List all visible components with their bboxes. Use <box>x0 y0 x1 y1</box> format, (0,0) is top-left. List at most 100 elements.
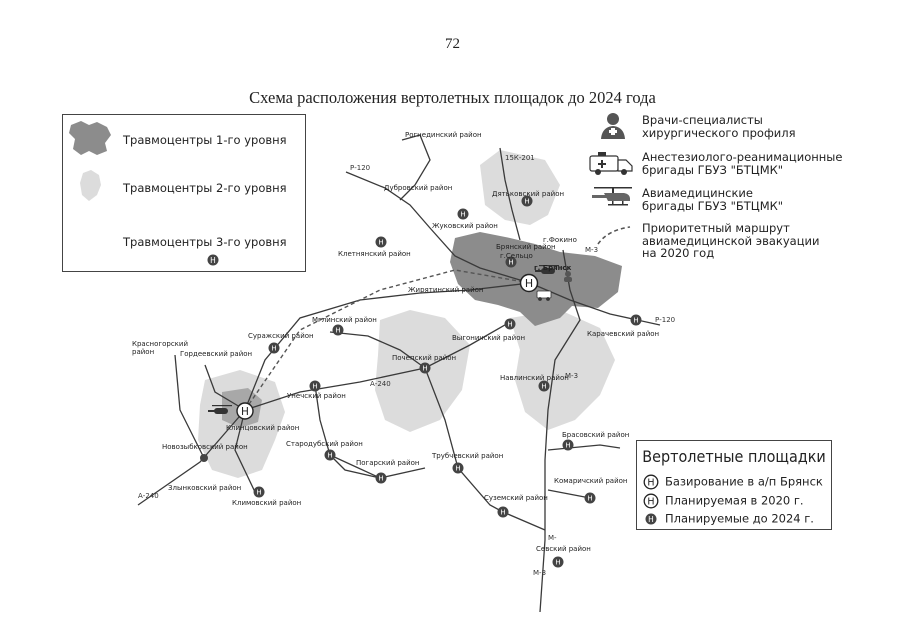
svg-text:H: H <box>525 277 533 290</box>
road-label-m-south: М- <box>548 534 557 542</box>
label-sevsk: Севский район <box>536 545 591 553</box>
svg-text:H: H <box>210 256 216 265</box>
svg-text:H: H <box>524 198 529 206</box>
svg-text:H: H <box>241 406 249 418</box>
label-novozybkov: Новозыбковский район <box>162 443 248 451</box>
doctor-icon <box>601 113 625 139</box>
helipad-pogar-icon: H <box>375 472 387 484</box>
legend-aviation: Авиамедицинские бригады ГБУЗ "БТЦМК" <box>642 187 783 212</box>
label-klintsy: Клинцовский район <box>226 424 299 432</box>
road-pochep-mglin <box>329 331 426 369</box>
svg-text:H: H <box>565 442 570 450</box>
svg-text:H: H <box>378 475 383 483</box>
priority-route <box>244 269 531 411</box>
priority-route-icon <box>597 226 631 245</box>
helipad-klintsy-icon: H <box>236 402 254 420</box>
svg-text:H: H <box>555 559 560 567</box>
planned-2020-helipad-icon: H <box>643 493 659 509</box>
helipad-sevsk-icon: H <box>552 556 564 568</box>
svg-text:H: H <box>312 383 317 391</box>
road-brasovo <box>547 444 621 451</box>
label-karachev: Карачевский район <box>587 330 659 338</box>
legend-doctors-text: Врачи-специалисты хирургического профиля <box>642 113 796 140</box>
place-labels: Рогнединский район Дубровский район Дять… <box>132 131 659 553</box>
svg-text:H: H <box>648 515 654 524</box>
svg-text:H: H <box>647 497 654 508</box>
label-pogar: Погарский район <box>356 459 420 467</box>
road-m3 <box>539 249 581 613</box>
svg-text:H: H <box>508 259 513 267</box>
helipad-starodub-icon: H <box>324 449 336 461</box>
level2-swatch <box>80 170 101 201</box>
road-klimovo <box>234 409 256 493</box>
svg-text:H: H <box>541 383 546 391</box>
helipad-bryansk-r-icon: H <box>505 256 517 268</box>
helipad-pochep-icon: H <box>419 362 431 374</box>
doctor-bryansk-icon <box>564 271 572 282</box>
road-label-a240-west: А-240 <box>138 492 159 500</box>
legend-anesthesia-text: Анестезиолого-реанимационные бригады ГБУ… <box>642 150 843 177</box>
helipad-brasovo-icon: H <box>562 439 574 451</box>
svg-text:H: H <box>327 452 332 460</box>
helipad-mglin-icon: H <box>332 324 344 336</box>
helipads-2024: H H H H H H H H H H H H <box>200 195 642 568</box>
helipad-dyatkovo-icon: H <box>521 195 533 207</box>
road-label-m3-north: М-3 <box>585 246 598 254</box>
helicopter-icon <box>592 187 632 206</box>
label-pochep: Почепский район <box>392 354 456 362</box>
road-label-m3-south: М-3 <box>533 569 546 577</box>
legend-planned-2020: H Планируемая в 2020 г. <box>643 493 804 509</box>
label-vygonichi: Выгоничский район <box>452 334 525 342</box>
label-surazh: Суражский район <box>248 332 314 340</box>
road-rognedino <box>399 134 431 201</box>
page-title: Схема расположения вертолетных площадок … <box>249 88 656 107</box>
helipad-bryansk-icon: H <box>519 273 539 293</box>
helicopter-bryansk-icon <box>535 265 559 274</box>
label-komarichi: Комаричский район <box>554 477 628 485</box>
label-suzemka: Суземский район <box>484 494 548 502</box>
svg-text:H: H <box>500 509 505 517</box>
legend-planned-2020-text: Планируемая в 2020 г. <box>665 493 804 508</box>
helipad-komarichi-icon: H <box>584 492 596 504</box>
svg-text:H: H <box>633 317 638 325</box>
road-komarichi <box>547 489 591 499</box>
label-unecha: Унечский район <box>287 392 346 400</box>
helipad-suzemka-icon: H <box>497 506 509 518</box>
svg-text:H: H <box>460 211 465 219</box>
label-fokino: г.Фокино <box>543 236 577 244</box>
legend-level3: Травмоцентры 3-го уровня <box>123 235 287 249</box>
road-trubchevsk <box>424 367 546 531</box>
legend-aviation-text: Авиамедицинские бригады ГБУЗ "БТЦМК" <box>642 186 784 213</box>
svg-text:H: H <box>378 239 383 247</box>
label-kletnya: Клетнянский район <box>338 250 411 258</box>
legend-anesthesia: Анестезиолого-реанимационные бригады ГБУ… <box>642 151 842 176</box>
area-dyatkovo <box>480 150 560 225</box>
svg-text:H: H <box>422 365 427 373</box>
label-dyatkovo: Дятьковский район <box>492 190 564 198</box>
legend-based: H Базирование в а/п Брянск <box>643 474 823 490</box>
road-r120-west <box>345 171 531 284</box>
svg-text:H: H <box>256 489 261 497</box>
based-helipad-icon: H <box>643 474 659 490</box>
road-label-a240-mid: А-240 <box>370 380 391 388</box>
road-label-r120-west: Р-120 <box>350 164 370 172</box>
road-pk201 <box>499 147 521 241</box>
label-rognedino: Рогнединский район <box>405 131 482 139</box>
area-karachev-navlya <box>510 310 615 430</box>
legend-based-text: Базирование в а/п Брянск <box>665 474 823 489</box>
trauma-level-legend: Травмоцентры 1-го уровня Травмоцентры 2-… <box>62 114 306 272</box>
legend-planned-2024: H Планируемые до 2024 г. <box>643 511 814 527</box>
road-label-m3-mid: М-3 <box>565 372 578 380</box>
helipad-karachev-icon: H <box>630 314 642 326</box>
planned-2024-helipad-icon: H <box>645 513 657 525</box>
page-number: 72 <box>445 36 460 52</box>
legend-level2: Травмоцентры 2-го уровня <box>123 181 287 195</box>
label-bryansk-r: Брянский район <box>496 243 556 251</box>
level1-swatch <box>69 121 111 155</box>
svg-text:H: H <box>587 495 592 503</box>
helipad-klimovo-icon: H <box>253 486 265 498</box>
helipad-vygonichi-icon: H <box>504 318 516 330</box>
road-label-pk201: 15К-201 <box>505 154 535 162</box>
svg-text:H: H <box>335 327 340 335</box>
label-gordeevka: Гордеевский район <box>180 350 252 358</box>
